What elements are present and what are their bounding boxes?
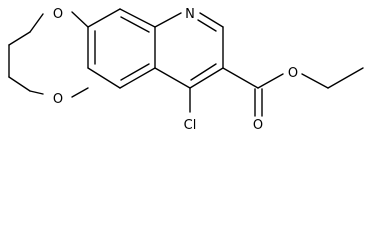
bond-carbonyl-ester-o bbox=[257, 73, 284, 89]
bond-ch2-ch3 bbox=[327, 67, 364, 89]
bond-b2-b3-inner bbox=[120, 16, 150, 33]
bond-c9-c10 bbox=[8, 76, 31, 92]
chemical-structure: O O N Cl O O bbox=[8, 7, 364, 133]
bond-b1-b2 bbox=[87, 8, 121, 28]
dioxepine-ring-bonds bbox=[8, 11, 89, 98]
atom-labels: O O N Cl O O bbox=[53, 7, 298, 133]
substituent-bonds bbox=[189, 67, 364, 117]
atom-label-n: N bbox=[185, 7, 195, 22]
bond-b3-n bbox=[154, 12, 182, 28]
bond-ester-o-ch2 bbox=[301, 73, 329, 89]
bond-b5-b6 bbox=[87, 67, 121, 89]
bond-c4-b4 bbox=[154, 67, 191, 89]
atom-label-o2: O bbox=[53, 92, 63, 107]
bond-o1-c7 bbox=[29, 13, 44, 33]
atom-label-carbonyl-o: O bbox=[253, 118, 263, 133]
bond-b2-b3 bbox=[119, 8, 156, 28]
bond-b4-b5 bbox=[119, 67, 156, 89]
bond-c3-c4-inner bbox=[190, 63, 217, 81]
bond-n-c2 bbox=[199, 12, 224, 28]
bond-c3-carbonyl bbox=[222, 67, 259, 89]
bond-c7-c8 bbox=[8, 31, 31, 46]
atom-label-ester-o: O bbox=[288, 66, 298, 81]
atom-label-o1: O bbox=[53, 7, 63, 22]
bond-b4-b5-inner bbox=[120, 63, 150, 81]
bond-o1-c-ar bbox=[71, 11, 89, 28]
benzo-ring-bonds bbox=[87, 8, 156, 89]
bond-n-c2-inner bbox=[197, 19, 217, 32]
pyridine-ring-bonds bbox=[154, 12, 224, 89]
atom-label-cl: Cl bbox=[184, 118, 197, 133]
bond-c10-o2 bbox=[29, 90, 44, 95]
bond-o2-c-ar bbox=[71, 87, 89, 98]
bond-c3-c4 bbox=[189, 67, 224, 89]
